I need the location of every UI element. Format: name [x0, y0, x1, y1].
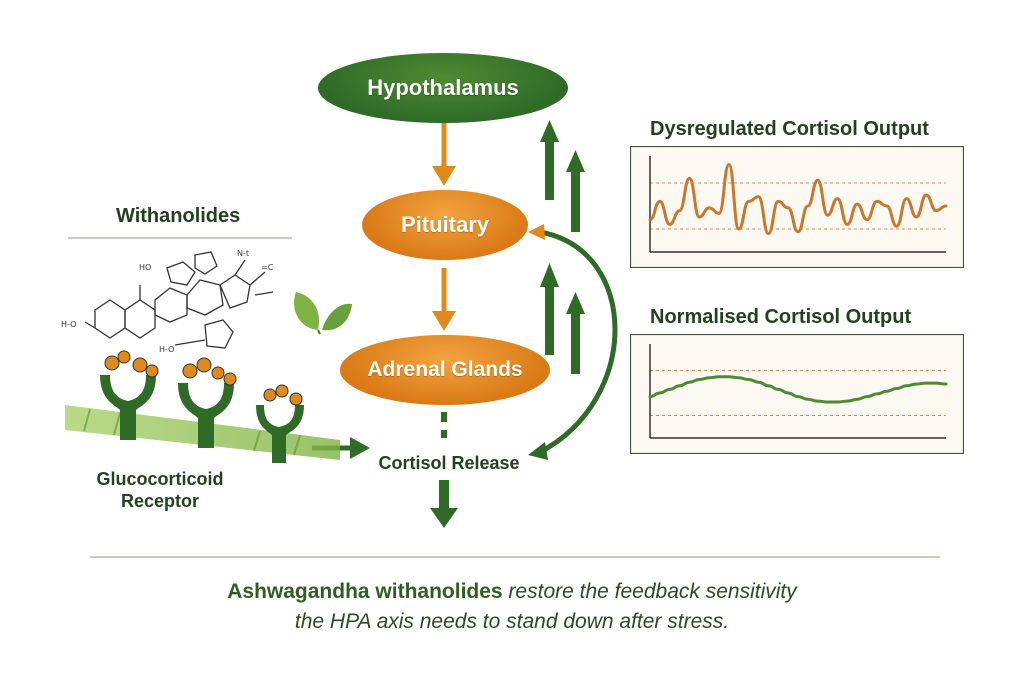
chart-frame: [630, 146, 964, 268]
leaf-icon: [294, 292, 352, 335]
receptor-label-line2: Receptor: [120, 491, 200, 511]
feedback-arrowhead-cortisol: [528, 442, 548, 460]
caption-line-2: the HPA axis needs to stand down after s…: [294, 610, 730, 633]
arrow-pituitary-to-adrenal: [432, 268, 456, 331]
caption-bold: Ashwagandha withanolides: [227, 580, 503, 603]
receptor-3: [256, 384, 304, 463]
adrenal-node: Adrenal Glands: [340, 335, 550, 405]
feedback-up-arrows-top: [540, 120, 585, 232]
molecule-label-nt: N-t: [237, 249, 249, 258]
feedback-up-arrows-bottom: [540, 263, 585, 374]
chart-series-line: [648, 163, 948, 236]
normalised-cortisol-chart: [630, 334, 964, 454]
chart-series-line: [648, 375, 948, 404]
molecule-label-c: =C: [261, 263, 274, 272]
adrenal-label: Adrenal Glands: [367, 358, 523, 381]
withanolides-title: Withanolides: [116, 205, 241, 227]
receptor-label-line1: Glucocorticoid: [96, 469, 224, 489]
feedback-loop-curve: [538, 229, 618, 455]
feedback-arrowhead-pituitary: [528, 224, 545, 240]
caption-line1-rest: restore the feedback sensitivity: [502, 580, 797, 603]
chart-frame: [630, 334, 964, 454]
dysregulated-cortisol-chart: [630, 146, 964, 268]
receptor-icon: [65, 350, 340, 463]
molecule-label-ho-1: H-O: [61, 320, 76, 329]
molecule-icon: H-O H-O HO N-t =C: [61, 249, 274, 354]
pituitary-node: Pituitary: [362, 190, 528, 260]
pituitary-label: Pituitary: [400, 212, 490, 237]
arrow-hypothalamus-to-pituitary: [432, 123, 456, 186]
caption-line-1: Ashwagandha withanolides restore the fee…: [0, 580, 1024, 604]
molecule-label-ho-3: HO: [139, 263, 151, 272]
receptor-1: [100, 350, 159, 440]
chart-1-title: Dysregulated Cortisol Output: [650, 118, 929, 140]
hypothalamus-label: Hypothalamus: [367, 75, 519, 100]
hypothalamus-node: Hypothalamus: [318, 53, 568, 123]
molecule-label-ho-2: H-O: [159, 345, 174, 354]
arrow-cortisol-output: [430, 480, 458, 528]
receptor-label: Glucocorticoid Receptor: [90, 468, 230, 512]
chart-2-title: Normalised Cortisol Output: [650, 306, 912, 328]
cortisol-release-label: Cortisol Release: [378, 453, 520, 473]
receptor-2: [178, 357, 237, 448]
